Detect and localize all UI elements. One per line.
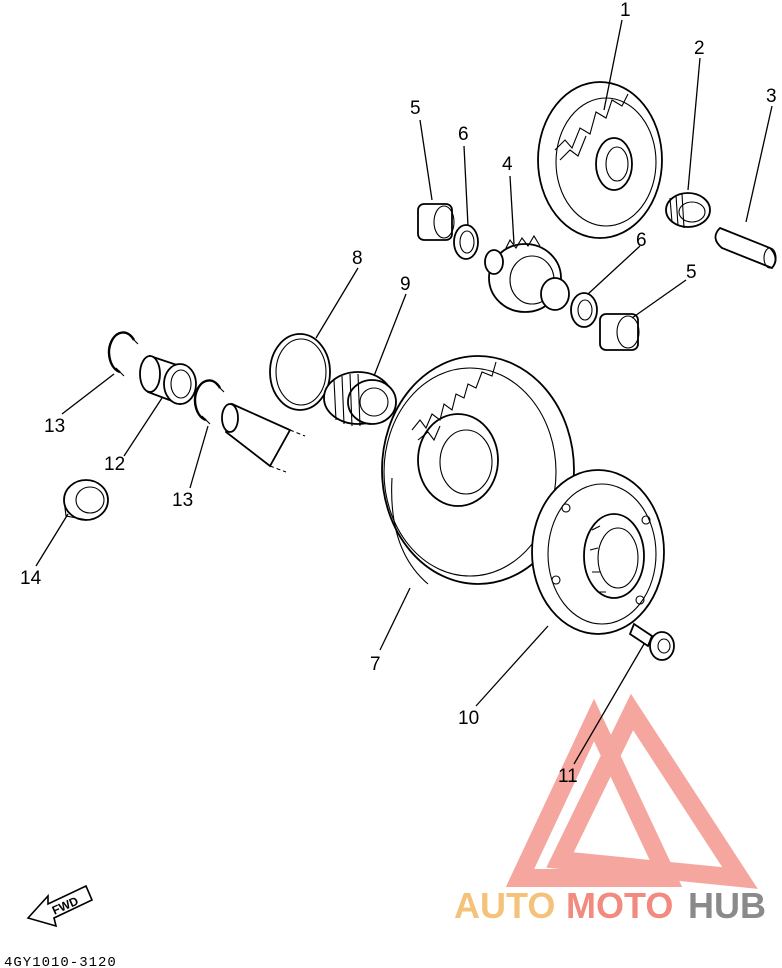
part-10-one-way-clutch bbox=[531, 469, 665, 635]
part-4-idler-gear bbox=[484, 234, 570, 313]
part-5-bushing-lower bbox=[599, 313, 640, 351]
part-3-shaft bbox=[714, 226, 777, 270]
leader-lines bbox=[35, 19, 773, 765]
part-7-starter-wheel-gear bbox=[381, 355, 575, 585]
callout-5-lower: 5 bbox=[686, 262, 697, 283]
watermark-moto: MOTO bbox=[566, 885, 673, 926]
crankshaft-stub bbox=[221, 402, 306, 473]
part-11-bolt bbox=[628, 622, 675, 661]
callout-13-middle: 13 bbox=[172, 490, 193, 511]
watermark-hub: HUB bbox=[688, 885, 766, 926]
callout-13-left: 13 bbox=[44, 416, 65, 437]
part-12-collar bbox=[139, 354, 197, 406]
callout-1: 1 bbox=[620, 0, 631, 21]
callout-6-lower: 6 bbox=[636, 230, 647, 251]
callout-6-upper: 6 bbox=[458, 124, 469, 145]
part-6-washer-upper bbox=[453, 224, 479, 260]
watermark-logo bbox=[505, 693, 758, 889]
callout-10: 10 bbox=[458, 708, 479, 729]
fwd-label: FWD bbox=[50, 894, 81, 918]
callout-7: 7 bbox=[370, 654, 381, 675]
callout-12: 12 bbox=[104, 454, 125, 475]
fwd-arrow-icon: FWD bbox=[26, 884, 94, 928]
part-13-circlip-left bbox=[107, 331, 139, 377]
callout-8: 8 bbox=[352, 248, 363, 269]
part-8-washer bbox=[269, 333, 331, 411]
watermark-auto: AUTO bbox=[454, 885, 555, 926]
part-1-gear bbox=[537, 81, 663, 239]
callout-11: 11 bbox=[558, 766, 578, 787]
part-5-bushing-upper bbox=[417, 203, 455, 241]
part-14-oil-seal bbox=[63, 479, 109, 521]
callout-2: 2 bbox=[694, 38, 705, 59]
part-9-needle-bearing bbox=[323, 371, 397, 427]
part-13-circlip-middle bbox=[193, 379, 225, 425]
callout-9: 9 bbox=[400, 274, 411, 295]
part-2-needle-bearing bbox=[665, 192, 711, 229]
part-code: 4GY1010-3120 bbox=[4, 955, 117, 968]
watermark-text: AUTO MOTO HUB bbox=[454, 885, 766, 926]
part-6-washer-lower bbox=[570, 292, 598, 328]
callout-labels: 1 2 3 4 5 6 6 5 8 9 13 12 13 14 7 10 11 bbox=[20, 0, 777, 787]
callout-5-upper: 5 bbox=[410, 98, 421, 119]
callout-14: 14 bbox=[20, 568, 42, 589]
callout-4: 4 bbox=[502, 154, 513, 175]
callout-3: 3 bbox=[766, 86, 777, 107]
